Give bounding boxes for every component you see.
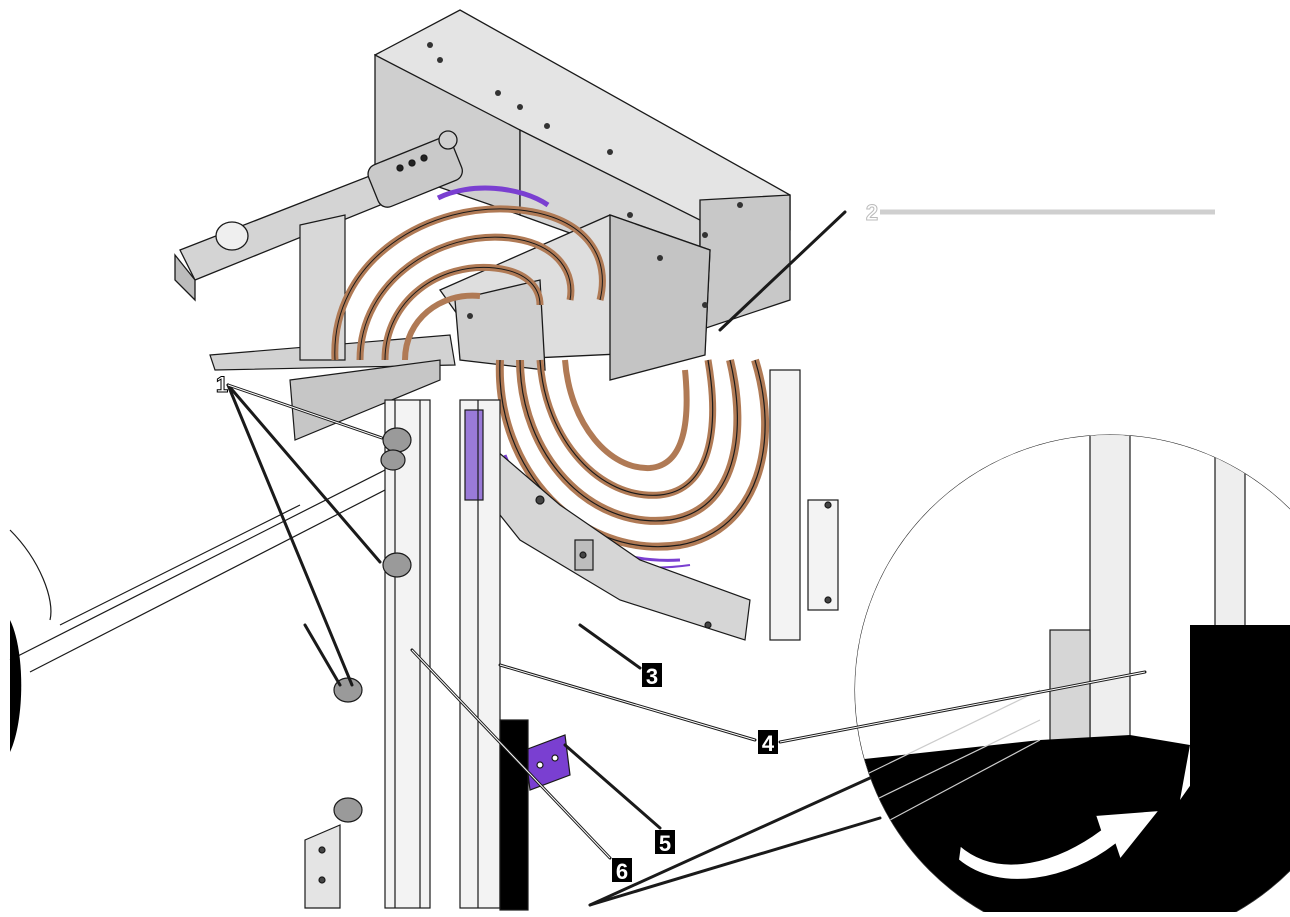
coil-rings-upper — [331, 185, 606, 361]
callout-2-label: 2 — [866, 200, 878, 225]
callout-3-label: 3 — [646, 664, 658, 689]
callout-4-label: 4 — [762, 731, 775, 756]
callout-4: 4 — [758, 730, 778, 756]
callout-1: 1 — [215, 372, 228, 398]
vertical-post-center — [459, 399, 501, 909]
purple-clamp — [499, 719, 571, 911]
left-edge-detail — [10, 620, 22, 752]
curved-rotation-arrow-icon — [956, 808, 1163, 881]
callout-3: 3 — [642, 663, 662, 689]
base-bracket — [304, 824, 341, 909]
vertical-post-right — [769, 369, 839, 641]
callout-5: 5 — [655, 830, 675, 856]
vertical-post-left — [384, 399, 431, 909]
housing-holes — [427, 42, 743, 319]
callout-6-label: 6 — [616, 859, 628, 884]
leader-lines-inner — [227, 384, 1146, 859]
drive-shaft — [174, 130, 463, 302]
lower-bracket-plate — [479, 443, 751, 641]
callout-2: 2 — [865, 200, 878, 226]
callout-5-label: 5 — [659, 831, 671, 856]
diagonal-rails — [9, 469, 386, 673]
callout-1-label: 1 — [216, 372, 228, 397]
detail-zoom-view — [854, 434, 1290, 917]
coil-rings-lower — [495, 358, 769, 569]
callout-6: 6 — [612, 858, 632, 884]
